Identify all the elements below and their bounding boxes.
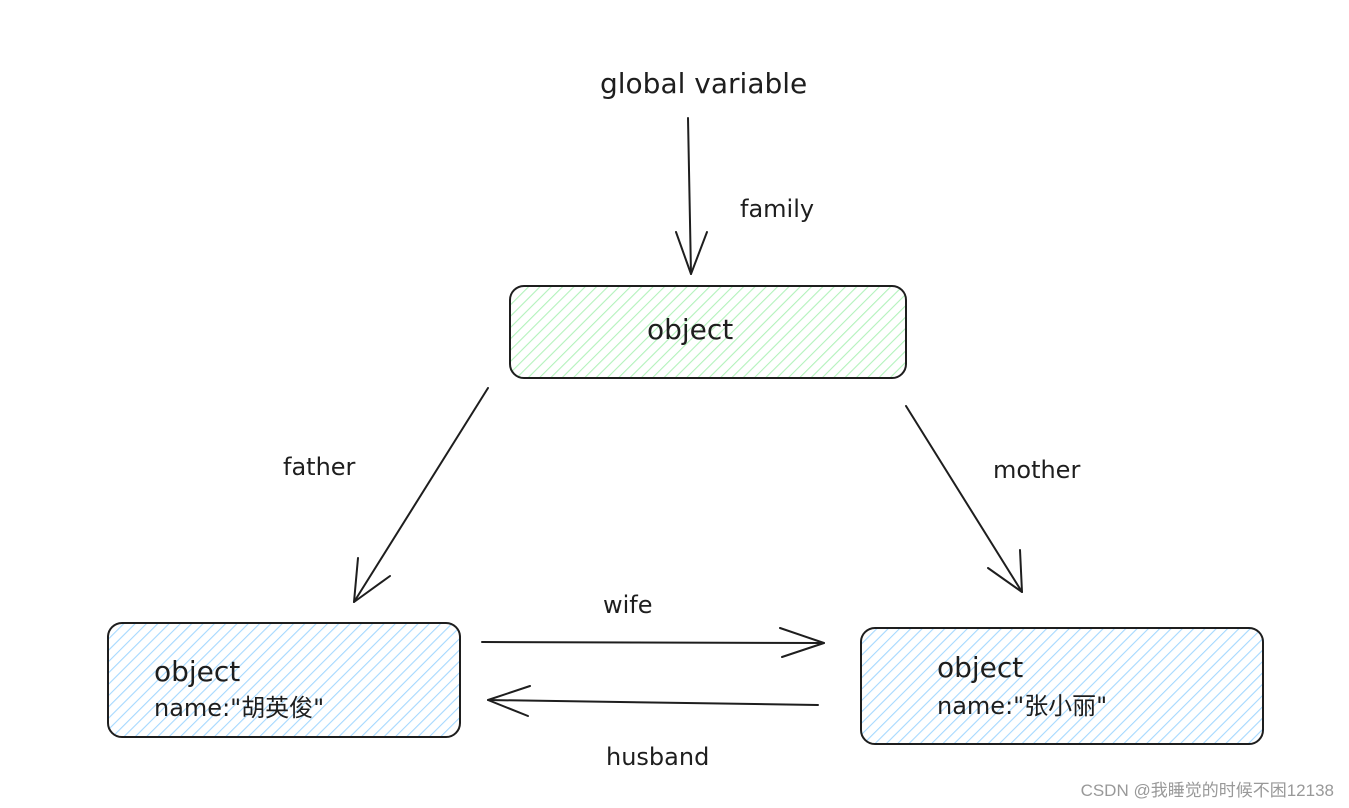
husband-edge-label: husband xyxy=(606,743,709,771)
father-edge-label: father xyxy=(283,453,356,481)
father-arrow xyxy=(353,387,489,603)
wife-arrow xyxy=(481,627,825,658)
mother-object-name: name:"张小丽" xyxy=(937,692,1107,720)
global-variable-label: global variable xyxy=(600,67,807,100)
husband-arrow xyxy=(487,685,819,717)
watermark: CSDN @我睡觉的时候不困12138 xyxy=(1081,781,1334,800)
family-edge-label: family xyxy=(740,195,814,223)
wife-edge-label: wife xyxy=(603,591,653,619)
mother-object-box xyxy=(860,627,1264,745)
mother-object-label: object xyxy=(937,651,1023,684)
family-arrow xyxy=(675,117,708,275)
family-object-label: object xyxy=(647,313,733,346)
father-object-label: object xyxy=(154,655,240,688)
father-object-name: name:"胡英俊" xyxy=(154,694,324,722)
family-object-box xyxy=(509,285,907,379)
mother-edge-label: mother xyxy=(993,456,1080,484)
father-object-box xyxy=(107,622,461,738)
mother-arrow xyxy=(905,405,1023,593)
